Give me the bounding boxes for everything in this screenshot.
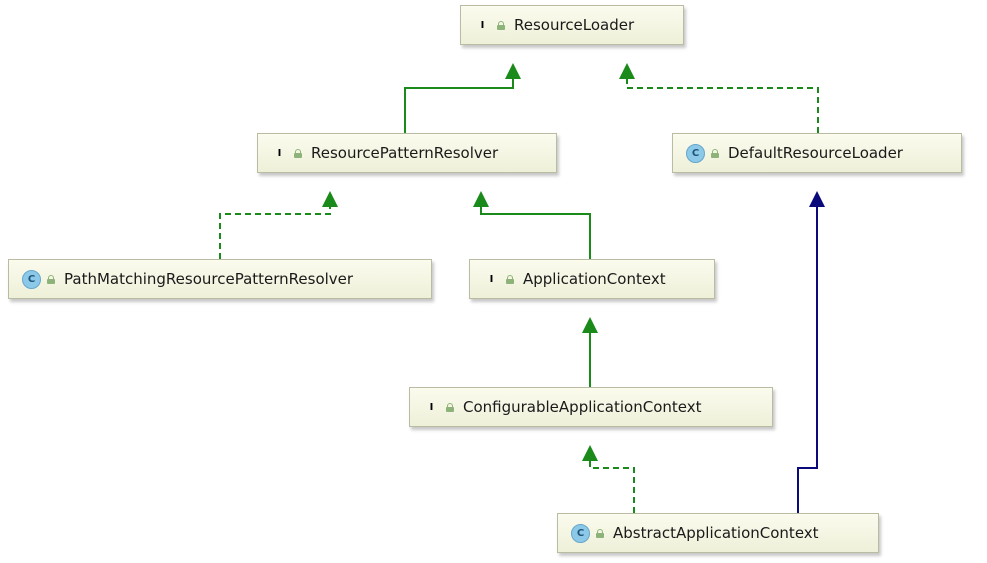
lock-icon bbox=[711, 149, 719, 158]
edge-line bbox=[797, 205, 818, 513]
interface-icon: I bbox=[429, 401, 434, 413]
node-application-context[interactable]: I ApplicationContext bbox=[469, 259, 715, 299]
node-label: ResourcePatternResolver bbox=[311, 144, 499, 162]
edge-configurable-application-context-to-application-context bbox=[582, 317, 598, 387]
edge-line bbox=[626, 77, 819, 133]
class-icon: C bbox=[22, 269, 41, 289]
edge-default-resource-loader-to-resource-loader bbox=[619, 63, 819, 133]
interface-icon: I bbox=[480, 19, 485, 31]
node-configurable-application-context[interactable]: I ConfigurableApplicationContext bbox=[409, 387, 773, 427]
node-label: DefaultResourceLoader bbox=[728, 144, 903, 162]
class-icon: C bbox=[686, 143, 705, 163]
lock-icon bbox=[47, 275, 55, 284]
class-icon: C bbox=[571, 523, 590, 543]
edge-arrowhead bbox=[473, 191, 489, 207]
node-label: ConfigurableApplicationContext bbox=[463, 398, 702, 416]
lock-icon bbox=[596, 529, 604, 538]
node-label: PathMatchingResourcePatternResolver bbox=[64, 270, 354, 288]
edge-arrowhead bbox=[809, 191, 825, 207]
interface-icon: I bbox=[489, 273, 494, 285]
edge-arrowhead bbox=[322, 191, 338, 207]
edge-abstract-application-context-to-default-resource-loader bbox=[797, 191, 825, 513]
node-path-matching-resource-pattern-resolver[interactable]: C PathMatchingResourcePatternResolver bbox=[8, 259, 432, 299]
lock-icon bbox=[446, 403, 454, 412]
node-label: AbstractApplicationContext bbox=[613, 524, 819, 542]
node-label: ResourceLoader bbox=[514, 16, 635, 34]
edge-line bbox=[480, 205, 591, 259]
edge-arrowhead bbox=[619, 63, 635, 79]
node-resource-pattern-resolver[interactable]: I ResourcePatternResolver bbox=[257, 133, 557, 173]
node-label: ApplicationContext bbox=[523, 270, 666, 288]
node-resource-loader[interactable]: I ResourceLoader bbox=[460, 5, 684, 45]
edge-arrowhead bbox=[582, 445, 598, 461]
node-abstract-application-context[interactable]: C AbstractApplicationContext bbox=[557, 513, 879, 553]
edge-path-matching-resource-pattern-resolver-to-resource-pattern-resolver bbox=[219, 191, 338, 259]
edge-abstract-application-context-to-configurable-application-context bbox=[582, 445, 635, 513]
edge-line bbox=[219, 205, 331, 259]
edge-arrowhead bbox=[582, 317, 598, 333]
lock-icon bbox=[497, 21, 505, 30]
node-default-resource-loader[interactable]: C DefaultResourceLoader bbox=[672, 133, 962, 173]
edge-line bbox=[404, 77, 514, 133]
edge-line bbox=[589, 459, 635, 513]
edge-resource-pattern-resolver-to-resource-loader bbox=[404, 63, 521, 133]
edge-application-context-to-resource-pattern-resolver bbox=[473, 191, 591, 259]
lock-icon bbox=[294, 149, 302, 158]
interface-icon: I bbox=[277, 147, 282, 159]
lock-icon bbox=[506, 275, 514, 284]
edge-arrowhead bbox=[505, 63, 521, 79]
